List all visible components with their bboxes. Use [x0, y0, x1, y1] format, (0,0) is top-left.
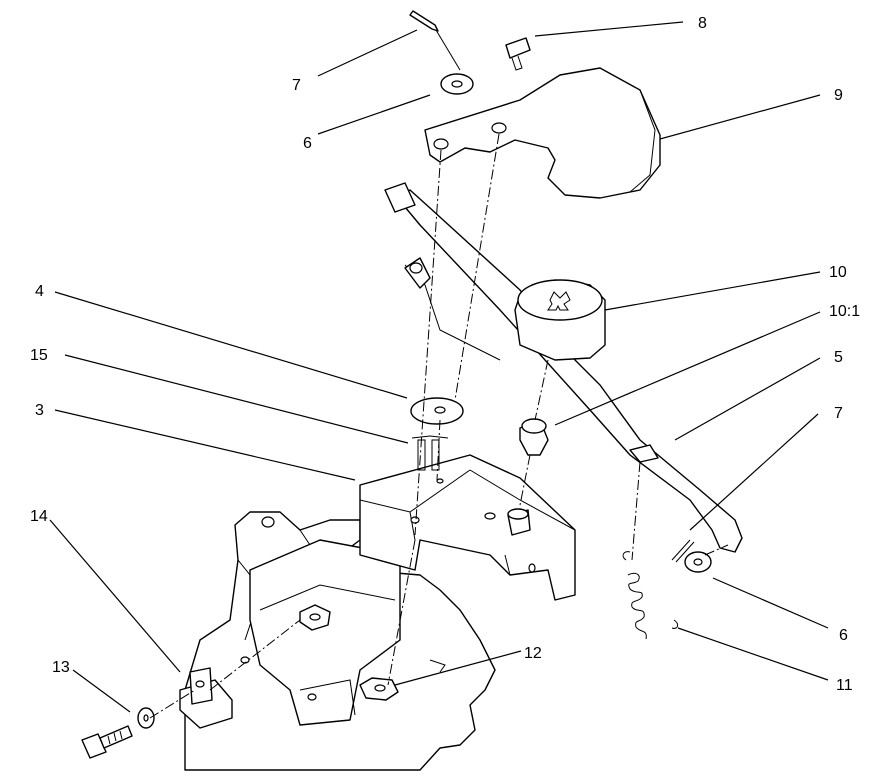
switch-14: [179, 667, 233, 729]
callout-12: 12: [524, 645, 542, 662]
callout-9: 9: [834, 87, 843, 104]
callout-14: 14: [30, 508, 48, 525]
callout-labels: 7 8 6 9 10 10:1 4 15 5 3 7 14 6 12 13 11: [30, 15, 860, 694]
mounting-bracket: [359, 454, 576, 601]
callout-7-right: 7: [834, 405, 843, 422]
washer-6-right: [684, 551, 712, 573]
callout-7-top: 7: [292, 77, 301, 94]
callout-3: 3: [35, 402, 44, 419]
callout-6-top: 6: [303, 135, 312, 152]
callout-10-1: 10:1: [829, 303, 860, 320]
cotter-pin-right: [671, 539, 695, 563]
callout-13: 13: [52, 659, 70, 676]
bracket-bushing: [507, 508, 531, 536]
lever-hub: [514, 279, 606, 361]
callout-8: 8: [698, 15, 707, 32]
bolt-8: [505, 37, 531, 71]
bolt-13: [81, 725, 133, 759]
callout-11: 11: [836, 677, 853, 694]
frame-nut: [299, 604, 331, 631]
callout-4: 4: [35, 283, 44, 300]
washer-13: [137, 707, 155, 729]
cotter-pin-top: [409, 10, 461, 71]
pedal-plate: [424, 67, 661, 199]
callout-10: 10: [829, 264, 847, 281]
centerlines: [149, 133, 729, 719]
leader-lines: [49, 21, 829, 713]
washer-4: [410, 397, 464, 425]
callout-6-right: 6: [839, 627, 848, 644]
pins-15: [411, 435, 449, 471]
spring-11: [622, 551, 679, 640]
washer-6-top: [440, 73, 474, 95]
callout-5: 5: [834, 349, 843, 366]
bushing: [519, 418, 549, 456]
callout-15: 15: [30, 347, 48, 364]
